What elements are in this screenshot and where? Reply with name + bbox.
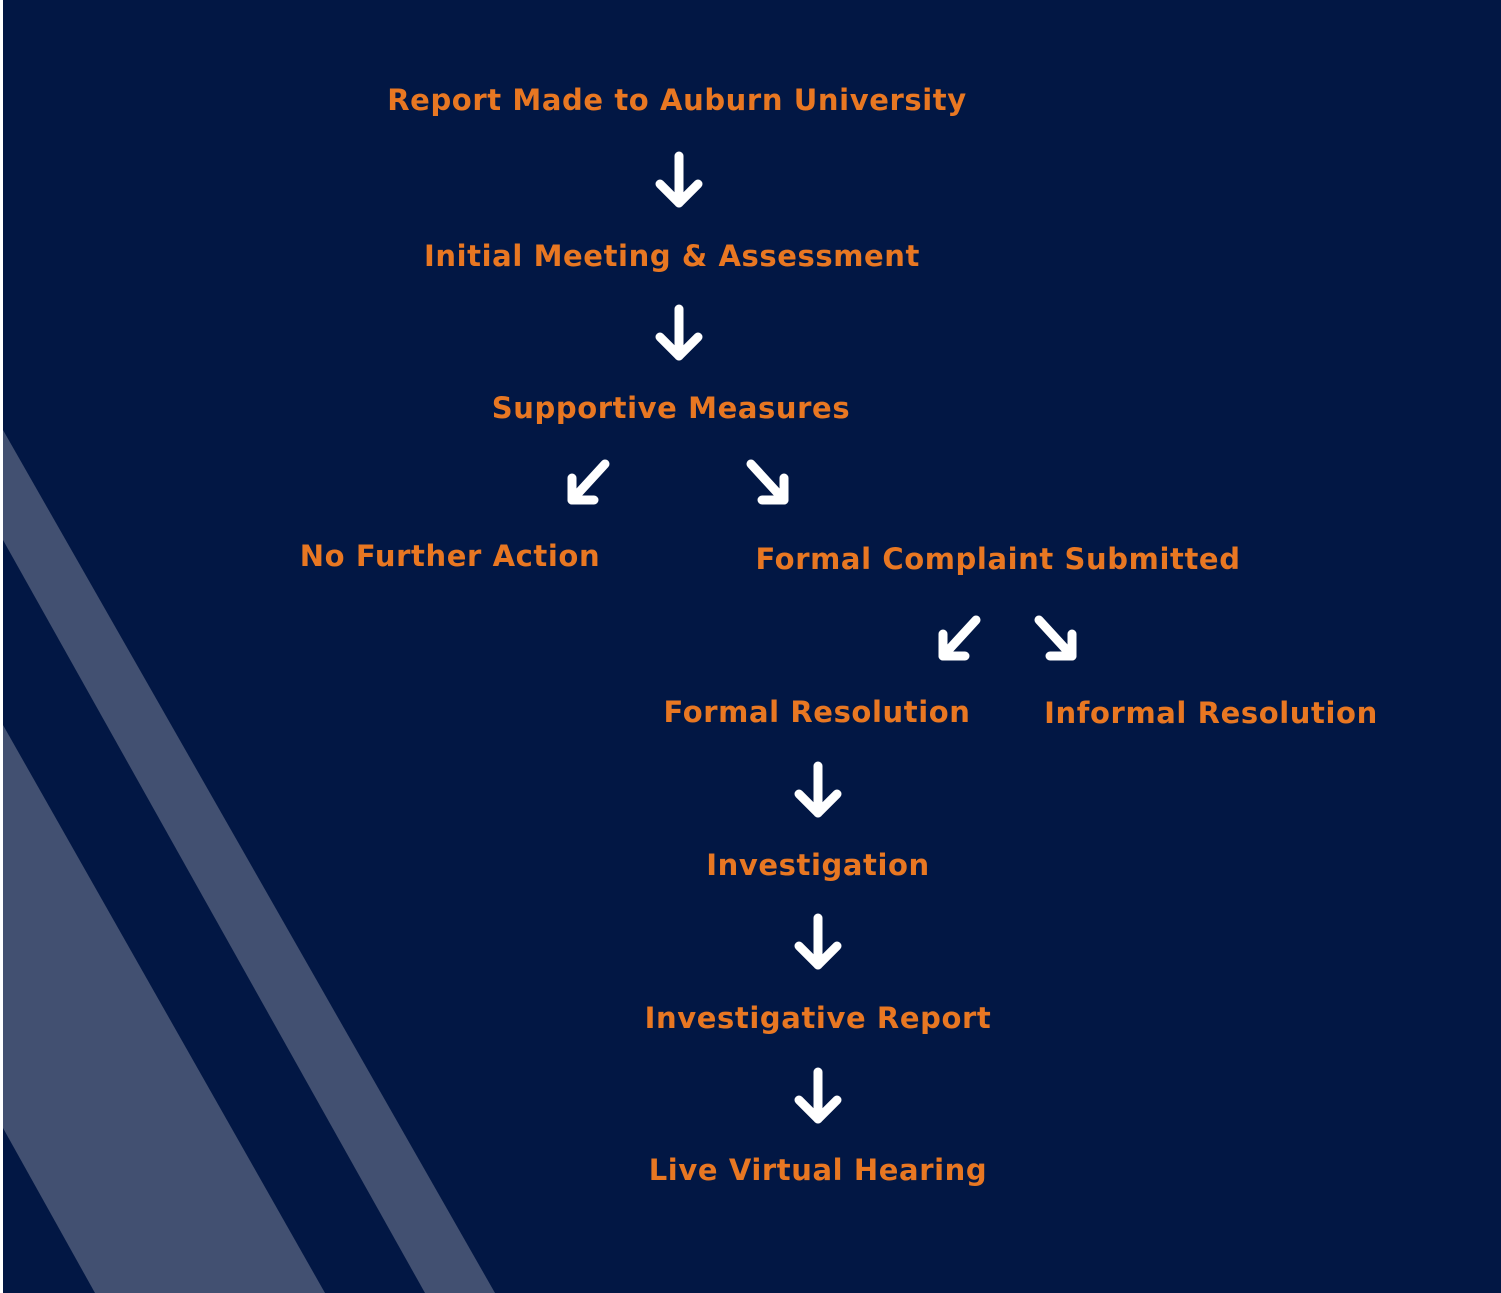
step-formal-complaint-submitted: Formal Complaint Submitted xyxy=(755,542,1241,576)
upper-diagonal-stripe xyxy=(3,430,495,1293)
arrow-down-icon xyxy=(790,761,846,821)
page-edge xyxy=(0,0,3,1293)
step-no-further-action: No Further Action xyxy=(299,539,601,573)
arrow-down-icon xyxy=(651,304,707,364)
lower-diagonal-stripe xyxy=(3,725,325,1293)
arrow-down-right-icon xyxy=(1028,610,1084,670)
arrow-down-icon xyxy=(790,1067,846,1127)
arrow-down-icon xyxy=(651,151,707,211)
arrow-down-right-icon xyxy=(740,454,796,514)
arrow-down-left-icon xyxy=(560,454,616,514)
step-investigation: Investigation xyxy=(706,848,930,882)
step-supportive-measures: Supportive Measures xyxy=(491,391,851,425)
step-report-made: Report Made to Auburn University xyxy=(387,83,967,117)
step-investigative-report: Investigative Report xyxy=(644,1001,992,1035)
arrow-down-icon xyxy=(790,913,846,973)
arrow-down-left-icon xyxy=(931,610,987,670)
step-initial-meeting: Initial Meeting & Assessment xyxy=(423,239,921,273)
step-formal-resolution: Formal Resolution xyxy=(663,695,971,729)
step-informal-resolution: Informal Resolution xyxy=(1044,696,1378,730)
step-live-virtual-hearing: Live Virtual Hearing xyxy=(648,1153,988,1187)
